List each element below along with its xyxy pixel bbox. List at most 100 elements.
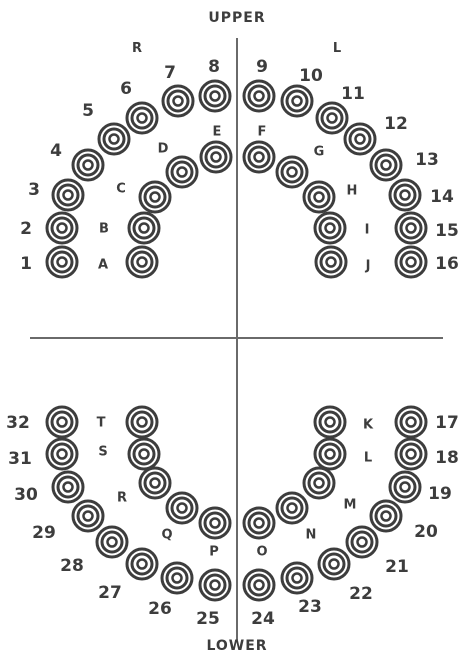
permanent-tooth-label-30: 30 <box>14 485 38 505</box>
permanent-tooth-label-25: 25 <box>196 609 220 629</box>
permanent-tooth-label-5: 5 <box>82 101 94 121</box>
primary-tooth-label-O: O <box>256 545 267 560</box>
permanent-tooth-23 <box>282 563 312 593</box>
primary-tooth-B <box>129 213 159 243</box>
permanent-tooth-9 <box>244 81 274 111</box>
permanent-tooth-label-21: 21 <box>385 557 409 577</box>
primary-tooth-R <box>140 468 170 498</box>
permanent-tooth-21 <box>347 527 377 557</box>
permanent-tooth-label-23: 23 <box>298 597 322 617</box>
permanent-tooth-13 <box>371 150 401 180</box>
permanent-tooth-label-26: 26 <box>148 599 172 619</box>
primary-tooth-J <box>316 247 346 277</box>
primary-tooth-K <box>315 407 345 437</box>
permanent-tooth-16 <box>396 247 426 277</box>
permanent-tooth-24 <box>244 570 274 600</box>
permanent-tooth-26 <box>162 563 192 593</box>
primary-tooth-T <box>127 407 157 437</box>
primary-tooth-D <box>167 157 197 187</box>
permanent-tooth-7 <box>163 86 193 116</box>
primary-tooth-label-F: F <box>258 125 267 140</box>
primary-tooth-M <box>304 468 334 498</box>
primary-tooth-label-T: T <box>97 416 106 431</box>
primary-tooth-label-N: N <box>306 528 317 543</box>
permanent-tooth-1 <box>47 247 77 277</box>
permanent-tooth-31 <box>47 439 77 469</box>
permanent-tooth-29 <box>73 501 103 531</box>
primary-tooth-label-E: E <box>213 125 222 140</box>
primary-tooth-I <box>315 213 345 243</box>
permanent-tooth-15 <box>396 213 426 243</box>
permanent-tooth-label-1: 1 <box>20 254 32 274</box>
permanent-tooth-label-27: 27 <box>98 583 122 603</box>
permanent-tooth-30 <box>53 472 83 502</box>
permanent-tooth-18 <box>396 439 426 469</box>
permanent-tooth-5 <box>99 124 129 154</box>
primary-tooth-label-I: I <box>365 223 370 238</box>
permanent-tooth-32 <box>47 407 77 437</box>
primary-tooth-F <box>244 142 274 172</box>
permanent-tooth-11 <box>317 103 347 133</box>
primary-tooth-label-S: S <box>98 445 107 460</box>
permanent-tooth-label-7: 7 <box>164 63 176 83</box>
primary-tooth-C <box>140 182 170 212</box>
primary-tooth-P <box>200 508 230 538</box>
permanent-tooth-label-13: 13 <box>415 150 439 170</box>
primary-tooth-label-M: M <box>344 498 357 513</box>
primary-tooth-N <box>277 493 307 523</box>
permanent-tooth-25 <box>200 570 230 600</box>
permanent-tooth-label-10: 10 <box>299 66 323 86</box>
permanent-tooth-label-8: 8 <box>208 57 220 77</box>
permanent-tooth-14 <box>390 180 420 210</box>
permanent-tooth-label-28: 28 <box>60 556 84 576</box>
permanent-tooth-22 <box>319 549 349 579</box>
permanent-tooth-label-24: 24 <box>251 609 275 629</box>
primary-tooth-label-L: L <box>364 451 372 466</box>
primary-tooth-Q <box>167 493 197 523</box>
permanent-tooth-label-20: 20 <box>414 522 438 542</box>
permanent-tooth-label-18: 18 <box>435 448 459 468</box>
primary-tooth-G <box>277 157 307 187</box>
permanent-tooth-label-9: 9 <box>256 57 268 77</box>
permanent-tooth-10 <box>282 86 312 116</box>
permanent-tooth-label-4: 4 <box>50 141 62 161</box>
primary-tooth-O <box>244 508 274 538</box>
permanent-tooth-label-15: 15 <box>435 221 459 241</box>
primary-tooth-label-P: P <box>209 545 219 560</box>
primary-tooth-label-D: D <box>158 142 169 157</box>
primary-tooth-label-B: B <box>99 222 109 237</box>
primary-tooth-label-A: A <box>98 258 108 273</box>
permanent-tooth-6 <box>127 103 157 133</box>
permanent-tooth-label-17: 17 <box>435 413 459 433</box>
primary-tooth-label-R: R <box>117 491 127 506</box>
permanent-tooth-label-3: 3 <box>28 180 40 200</box>
primary-tooth-label-K: K <box>363 418 374 433</box>
permanent-tooth-label-22: 22 <box>349 584 373 604</box>
primary-tooth-label-Q: Q <box>161 528 172 543</box>
permanent-tooth-label-32: 32 <box>6 413 30 433</box>
permanent-tooth-label-31: 31 <box>8 449 32 469</box>
permanent-tooth-label-14: 14 <box>430 187 454 207</box>
permanent-tooth-3 <box>53 180 83 210</box>
primary-tooth-label-G: G <box>314 145 325 160</box>
permanent-tooth-label-11: 11 <box>341 84 365 104</box>
permanent-tooth-label-2: 2 <box>20 219 32 239</box>
permanent-tooth-4 <box>73 150 103 180</box>
permanent-tooth-2 <box>47 213 77 243</box>
permanent-tooth-label-19: 19 <box>428 484 452 504</box>
permanent-tooth-label-29: 29 <box>32 523 56 543</box>
primary-tooth-label-C: C <box>116 182 126 197</box>
primary-tooth-S <box>129 439 159 469</box>
permanent-tooth-19 <box>390 472 420 502</box>
lower-jaw-label: LOWER <box>206 638 267 654</box>
permanent-tooth-label-16: 16 <box>435 254 459 274</box>
primary-tooth-label-J: J <box>365 259 371 274</box>
permanent-tooth-17 <box>396 407 426 437</box>
primary-tooth-E <box>201 142 231 172</box>
permanent-tooth-27 <box>127 549 157 579</box>
primary-tooth-A <box>127 247 157 277</box>
left-side-label: L <box>333 41 341 56</box>
primary-tooth-label-H: H <box>347 184 358 199</box>
